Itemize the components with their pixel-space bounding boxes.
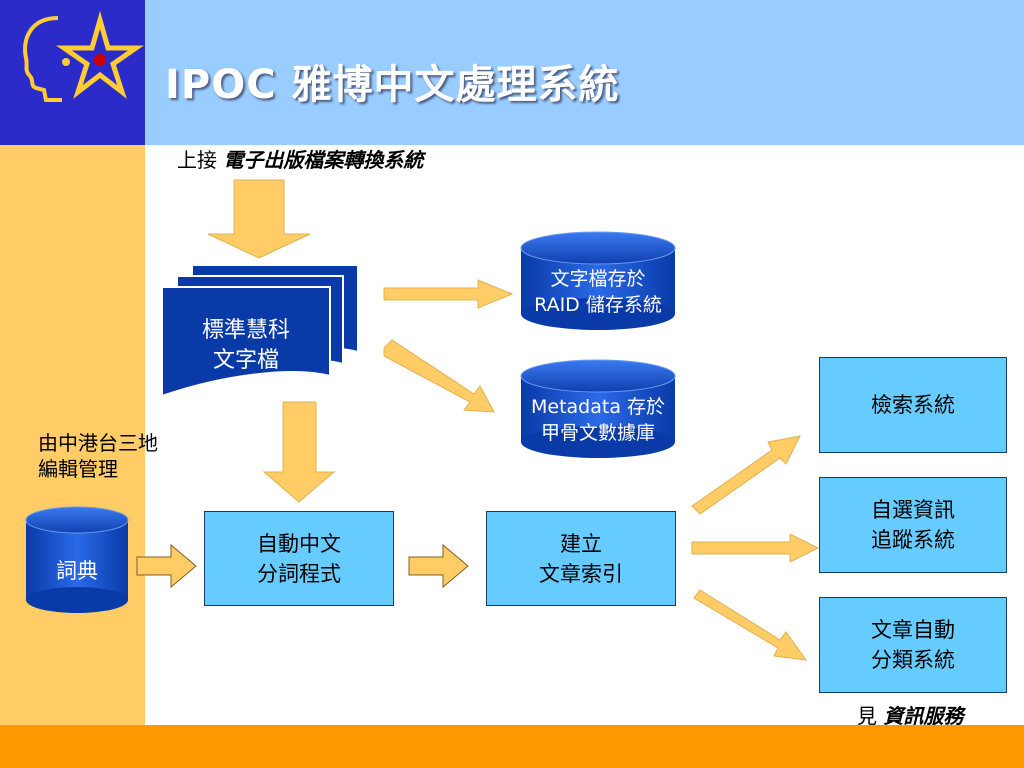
arrow-segment-to-index <box>408 543 469 589</box>
box-search: 檢索系統 <box>819 357 1007 453</box>
logo-box <box>0 0 145 145</box>
metadata-label: Metadata 存於 甲骨文數據庫 <box>521 394 675 446</box>
cylinder-dictionary <box>25 506 129 613</box>
dict-note-line1: 由中港台三地 <box>38 431 158 455</box>
dict-note: 由中港台三地 編輯管理 <box>38 430 158 482</box>
box-segmentation: 自動中文 分詞程式 <box>204 511 394 606</box>
logo-head-star-icon <box>23 10 144 102</box>
cylinder-raid <box>520 231 676 330</box>
tracking-line1: 自選資訊 <box>871 498 955 522</box>
arrow-to-metadata <box>383 339 495 413</box>
page-title: IPOC 雅博中文處理系統 <box>165 62 620 108</box>
raid-label: 文字檔存於 RAID 儲存系統 <box>521 266 675 318</box>
raid-line1: 文字檔存於 <box>550 268 646 290</box>
arrow-to-search <box>691 435 801 515</box>
segment-line2: 分詞程式 <box>257 561 341 586</box>
doc-stack-line2: 文字檔 <box>212 348 279 373</box>
bottom-note-emphasis: 資訊服務 <box>883 704 964 728</box>
box-index: 建立 文章索引 <box>486 511 676 606</box>
left-strip <box>0 145 145 725</box>
top-note: 上接 電子出版檔案轉換系統 <box>177 147 423 173</box>
tracking-line2: 追蹤系統 <box>871 528 955 552</box>
arrow-to-classify <box>693 589 808 661</box>
doc-stack-shape <box>161 264 359 398</box>
arrow-down-top <box>207 179 311 259</box>
classify-line2: 分類系統 <box>871 648 955 672</box>
dictionary-label: 詞典 <box>56 559 98 583</box>
metadata-line1: Metadata 存於 <box>530 396 665 418</box>
arrow-to-tracking <box>691 533 820 563</box>
box-tracking: 自選資訊 追蹤系統 <box>819 477 1007 573</box>
arrow-dict-to-segment <box>136 543 197 589</box>
metadata-line2: 甲骨文數據庫 <box>540 422 655 444</box>
top-note-emphasis: 電子出版檔案轉換系統 <box>223 148 424 172</box>
cylinder-metadata <box>520 359 676 458</box>
arrow-to-raid <box>383 279 514 309</box>
index-line2: 文章索引 <box>539 561 623 586</box>
doc-stack-label: 標準慧科 文字檔 <box>162 316 330 376</box>
dict-note-line2: 編輯管理 <box>38 457 118 481</box>
raid-line2: RAID 儲存系統 <box>534 294 662 316</box>
segment-line1: 自動中文 <box>257 531 341 556</box>
search-line1: 檢索系統 <box>871 393 955 417</box>
box-classify: 文章自動 分類系統 <box>819 597 1007 693</box>
bottom-note-prefix: 見 <box>857 704 877 728</box>
arrow-down-mid <box>262 401 336 503</box>
top-note-prefix: 上接 <box>177 148 217 172</box>
bottom-band <box>0 725 1024 768</box>
classify-line1: 文章自動 <box>871 618 955 642</box>
header-band <box>145 0 1024 145</box>
doc-stack-line1: 標準慧科 <box>201 318 290 343</box>
bottom-note: 見 資訊服務 <box>857 703 963 729</box>
index-line1: 建立 <box>560 531 602 556</box>
